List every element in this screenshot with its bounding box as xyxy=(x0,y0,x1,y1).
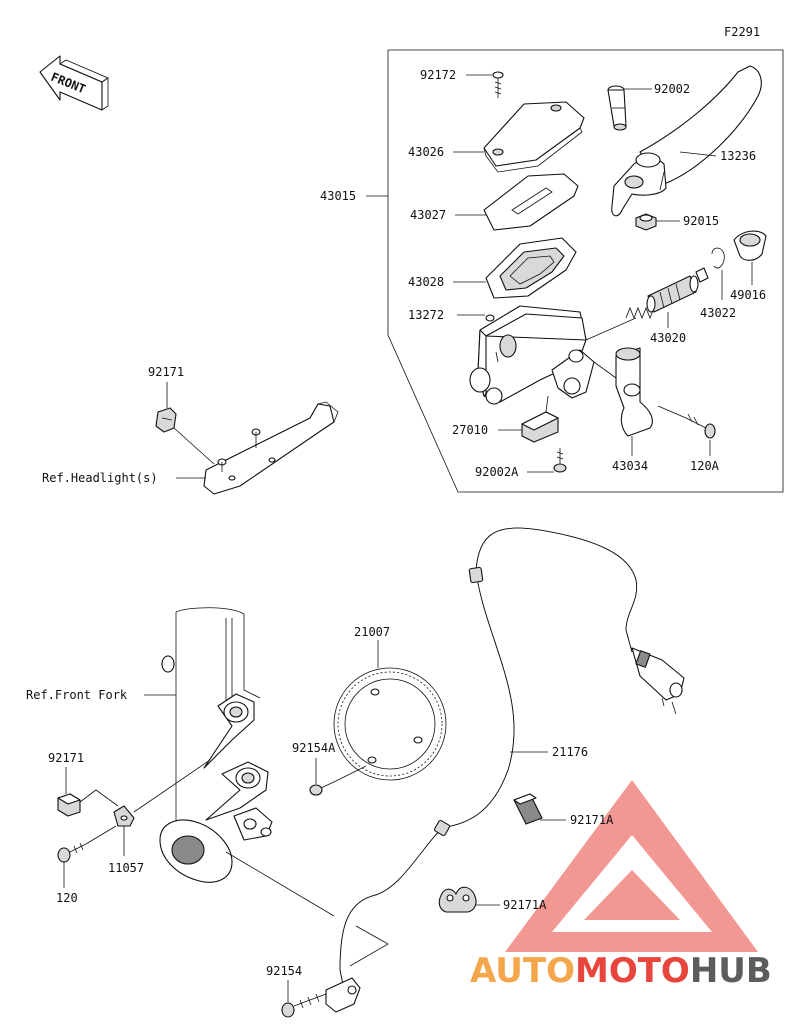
boot-49016 xyxy=(733,230,767,261)
label-120A: 120A xyxy=(690,459,720,473)
clamp-43034 xyxy=(615,347,653,437)
label-43015: 43015 xyxy=(320,189,356,203)
label-92002: 92002 xyxy=(654,82,690,96)
screw-92172 xyxy=(492,71,504,98)
label-27010: 27010 xyxy=(452,423,488,437)
front-fork xyxy=(159,607,273,883)
circlip-43022 xyxy=(711,247,725,269)
figure-code: F2291 xyxy=(724,25,760,39)
pivot-bolt-92002 xyxy=(607,85,627,131)
brake-lever-13236 xyxy=(611,65,762,217)
nut-92015 xyxy=(635,213,657,231)
assembly-frame xyxy=(387,49,784,493)
piston-assembly-43020 xyxy=(625,267,709,320)
plate-43027 xyxy=(483,173,579,231)
clip-92171-top xyxy=(155,407,177,433)
label-120: 120 xyxy=(56,891,78,905)
watermark-logo xyxy=(505,780,758,952)
switch-27010 xyxy=(521,395,559,443)
label-21176: 21176 xyxy=(552,745,588,759)
label-92171-top: 92171 xyxy=(148,365,184,379)
label-43028: 43028 xyxy=(408,275,444,289)
label-49016: 49016 xyxy=(730,288,766,302)
watermark-auto: AUTO xyxy=(470,951,575,991)
label-43026: 43026 xyxy=(408,145,444,159)
label-92171A-1: 92171A xyxy=(570,813,614,827)
clip-92171A-1 xyxy=(513,793,543,825)
screw-92002A xyxy=(553,448,567,473)
bolt-120A xyxy=(685,413,716,439)
label-92015: 92015 xyxy=(683,214,719,228)
diaphragm-43028 xyxy=(485,237,577,299)
label-92171A-2: 92171A xyxy=(503,898,547,912)
watermark-text: AUTOMOTOHUB xyxy=(470,951,772,991)
label-21007: 21007 xyxy=(354,625,390,639)
label-43022: 43022 xyxy=(700,306,736,320)
label-43034: 43034 xyxy=(612,459,648,473)
label-11057: 11057 xyxy=(108,861,144,875)
clip-92171-left xyxy=(57,793,81,817)
label-ref-front-fork: Ref.Front Fork xyxy=(26,688,128,702)
front-arrow-sign: FRONT xyxy=(39,55,109,111)
watermark-hub: HUB xyxy=(690,951,772,991)
label-13272: 13272 xyxy=(408,308,444,322)
bracket-11057 xyxy=(113,805,135,827)
label-13236: 13236 xyxy=(720,149,756,163)
headlight-bracket xyxy=(203,401,339,495)
label-ref-headlight: Ref.Headlight(s) xyxy=(42,471,158,485)
watermark-moto: MOTO xyxy=(575,951,690,991)
abs-rotor-ring-21007 xyxy=(333,667,447,781)
bolt-92154 xyxy=(281,993,327,1018)
label-43027: 43027 xyxy=(410,208,446,222)
label-92171-left: 92171 xyxy=(48,751,84,765)
abs-sensor-cable-21176 xyxy=(325,527,685,1013)
label-92154A: 92154A xyxy=(292,741,336,755)
screw-92154A xyxy=(309,779,339,796)
pin-13272 xyxy=(485,314,495,322)
label-92154: 92154 xyxy=(266,964,302,978)
bolt-120 xyxy=(57,842,87,863)
label-43020: 43020 xyxy=(650,331,686,345)
master-cylinder-body xyxy=(469,305,595,405)
label-92172: 92172 xyxy=(420,68,456,82)
label-92002A: 92002A xyxy=(475,465,519,479)
reservoir-cap-43026 xyxy=(483,101,585,173)
clip-92171A-2 xyxy=(438,886,477,913)
